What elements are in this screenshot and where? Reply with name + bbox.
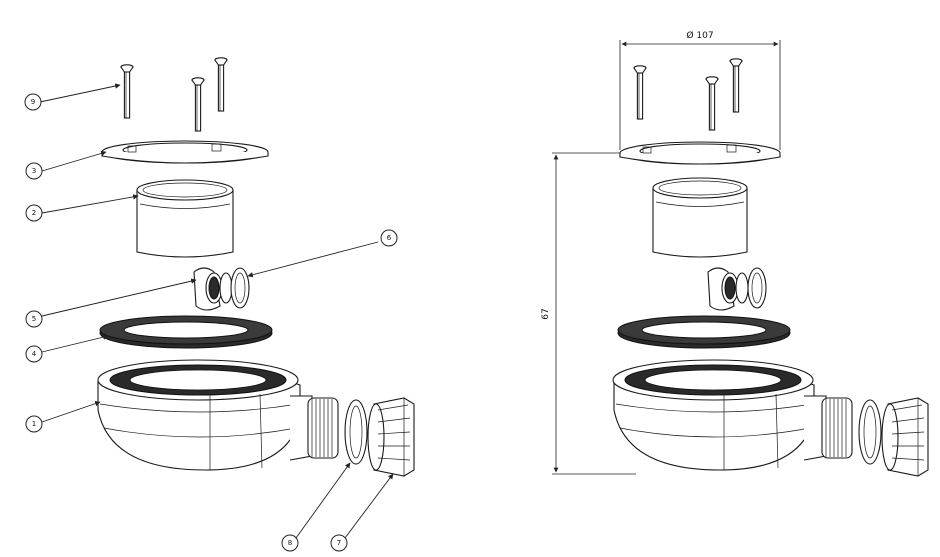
- right-valve: [707, 267, 767, 311]
- nut-part-7: [367, 397, 415, 477]
- right-body: [612, 359, 929, 477]
- svg-text:8: 8: [288, 539, 292, 547]
- callout-8: 8: [281, 534, 299, 552]
- screw-part-9: [120, 57, 228, 132]
- right-gasket: [617, 315, 791, 349]
- right-screws: [633, 58, 743, 131]
- callout-2: 2: [25, 204, 43, 222]
- valve-part-5: [193, 267, 233, 311]
- svg-text:3: 3: [32, 167, 36, 175]
- callout-7: 7: [330, 534, 348, 552]
- right-dimensioned-view: Ø 107 67: [541, 30, 929, 477]
- svg-text:2: 2: [32, 209, 36, 217]
- svg-text:6: 6: [387, 234, 392, 242]
- o-ring-part-6: [230, 267, 250, 309]
- gasket-part-4: [99, 315, 273, 349]
- diameter-dimension: Ø 107: [619, 30, 781, 150]
- siphon-body-part-1: [97, 359, 339, 471]
- callout-4: 4: [25, 345, 43, 363]
- leader-lines: [39, 83, 394, 539]
- svg-text:9: 9: [31, 98, 35, 106]
- callout-5: 5: [25, 310, 43, 328]
- callout-6: 6: [380, 229, 398, 247]
- svg-text:4: 4: [32, 350, 37, 358]
- callout-9: 9: [24, 93, 42, 111]
- svg-text:1: 1: [32, 420, 36, 428]
- svg-text:7: 7: [337, 539, 341, 547]
- left-exploded-view: 9 3 2 6 5 4 1 8: [24, 57, 415, 552]
- height-label: 67: [541, 308, 551, 319]
- seal-ring-part-8: [344, 399, 368, 465]
- diameter-label: Ø 107: [686, 30, 713, 41]
- callout-3: 3: [25, 162, 43, 180]
- svg-text:5: 5: [32, 315, 36, 323]
- height-dimension: 67: [541, 152, 636, 475]
- tube-part-2: [136, 179, 234, 258]
- callout-1: 1: [25, 415, 43, 433]
- right-flange: [619, 141, 781, 165]
- flange-part-3: [101, 140, 269, 164]
- right-tube: [652, 177, 748, 258]
